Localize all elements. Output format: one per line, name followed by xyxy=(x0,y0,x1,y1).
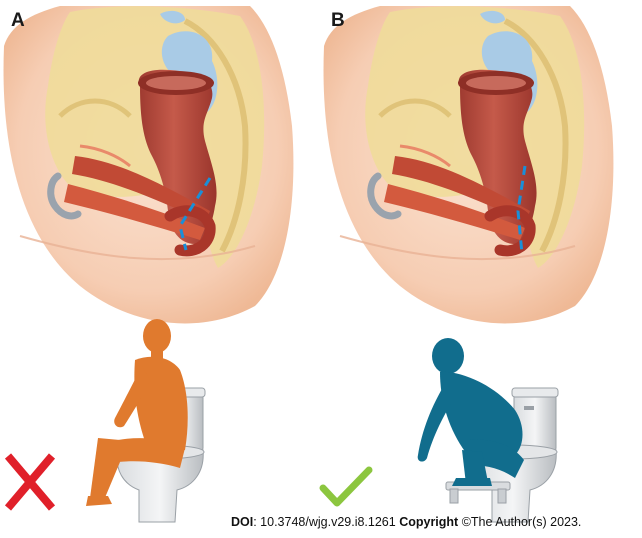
panel-b-anorectal-axis-line xyxy=(516,165,527,255)
correct-check-mark-icon xyxy=(319,466,373,507)
sitting-person-figure xyxy=(86,319,188,506)
panel-a-anorectal-axis-line xyxy=(178,177,212,251)
copyright-label: Copyright xyxy=(399,515,459,529)
panel-a-pelvis-illustration xyxy=(4,6,294,323)
copyright-text: ©The Author(s) 2023. xyxy=(461,515,582,529)
squatting-person-figure xyxy=(417,338,524,486)
panel-b-pelvis-illustration xyxy=(324,6,614,323)
citation-footer: DOI: 10.3748/wjg.v29.i8.1261 Copyright ©… xyxy=(231,515,581,529)
incorrect-x-mark-icon xyxy=(4,453,56,511)
panel-b-label: B xyxy=(331,10,345,31)
doi-value: : 10.3748/wjg.v29.i8.1261 xyxy=(253,515,396,529)
panel-a-label: A xyxy=(11,10,25,31)
doi-label: DOI xyxy=(231,515,254,529)
